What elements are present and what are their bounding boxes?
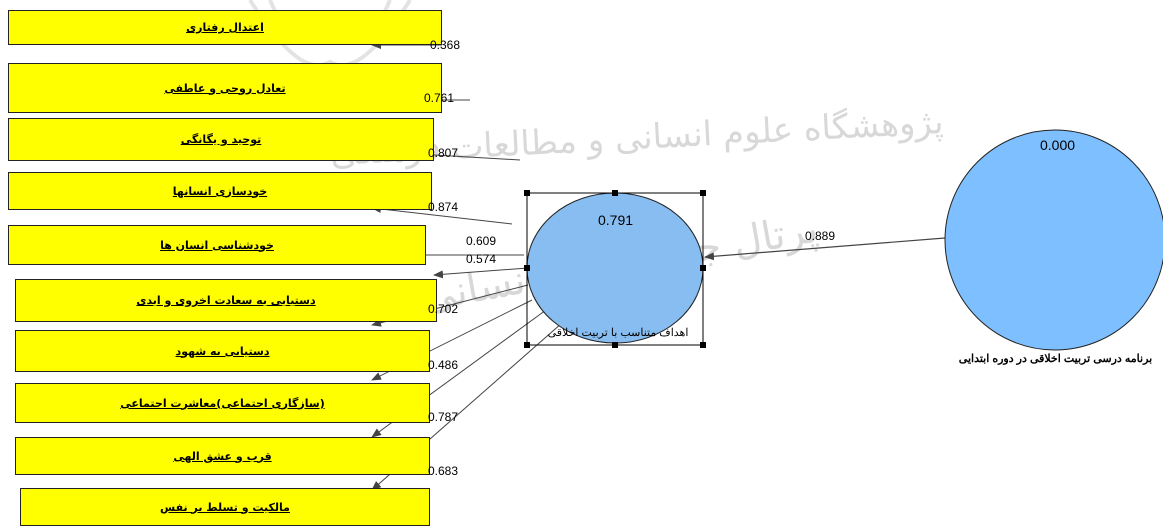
resize-handle[interactable] <box>524 342 530 348</box>
loading-value: 0.574 <box>466 252 497 266</box>
source-construct-circle[interactable] <box>944 129 1163 351</box>
resize-handle[interactable] <box>700 265 706 271</box>
indicator-box[interactable]: خودسازی انسانها <box>8 172 432 210</box>
indicator-label: تعادل روحی و عاطفی <box>164 81 286 95</box>
source-construct-value: 0.000 <box>1040 137 1076 153</box>
loading-value: 0.761 <box>424 91 455 105</box>
indicator-label: (سازگاری اجتماعی)معاشرت اجتماعی <box>120 396 325 410</box>
loading-arrow[interactable] <box>371 205 513 225</box>
loading-value: 0.807 <box>428 146 459 160</box>
indicator-label: خودسازی انسانها <box>172 184 268 198</box>
indicator-box[interactable]: دستیابی به سعادت اخروی و ابدی <box>15 279 437 322</box>
loading-value: 0.683 <box>428 464 459 478</box>
loading-arrow[interactable] <box>433 267 529 279</box>
loading-value: 0.486 <box>428 358 459 372</box>
indicator-box[interactable]: قرب و عشق الهی <box>15 437 430 475</box>
indicator-box[interactable]: (سازگاری اجتماعی)معاشرت اجتماعی <box>15 383 430 423</box>
indicator-label: دستیابی به سعادت اخروی و ابدی <box>136 294 316 307</box>
indicator-label: توحید و یگانگی <box>180 133 262 146</box>
loading-value: 0.702 <box>428 302 459 316</box>
indicator-label: دستیابی به شهود <box>175 344 270 358</box>
path-coefficient: 0.889 <box>805 229 836 243</box>
indicator-box[interactable]: اعتدال رفتاری <box>8 10 442 45</box>
target-construct-name: اهداف متناسب با تربیت اخلاقی <box>547 327 689 339</box>
loading-value: 0.874 <box>428 200 459 214</box>
resize-handle[interactable] <box>612 342 618 348</box>
resize-handle[interactable] <box>524 190 530 196</box>
structural-path-arrow[interactable] <box>704 237 946 261</box>
indicator-label: قرب و عشق الهی <box>173 449 272 463</box>
loading-value: 0.787 <box>428 410 459 424</box>
loading-value: 0.609 <box>466 234 497 248</box>
resize-handle[interactable] <box>700 342 706 348</box>
indicator-box[interactable]: توحید و یگانگی <box>8 118 434 161</box>
indicator-label: خودشناسی انسان ها <box>160 238 274 252</box>
loading-value: 0.368 <box>430 38 461 52</box>
resize-handle[interactable] <box>612 190 618 196</box>
indicator-box[interactable]: خودشناسی انسان ها <box>8 225 426 265</box>
indicator-box[interactable]: تعادل روحی و عاطفی <box>8 63 442 113</box>
resize-handle[interactable] <box>700 190 706 196</box>
resize-handle[interactable] <box>524 265 530 271</box>
target-r-squared: 0.791 <box>598 212 634 228</box>
indicator-label: مالکیت و تسلط بر نفس <box>160 500 290 514</box>
indicator-label: اعتدال رفتاری <box>186 21 264 34</box>
indicator-box[interactable]: دستیابی به شهود <box>15 330 430 372</box>
source-construct-name: برنامه درسی تربیت اخلاقی در دوره ابتدایی <box>958 353 1153 365</box>
indicator-box[interactable]: مالکیت و تسلط بر نفس <box>20 488 430 526</box>
